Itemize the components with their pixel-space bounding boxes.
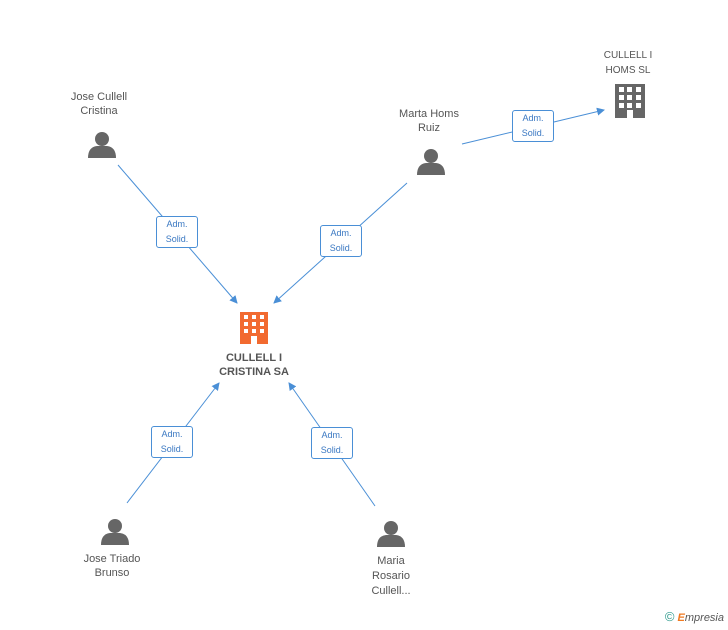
label-line: Brunso — [94, 567, 130, 579]
empresia-watermark: © Empresia — [665, 609, 724, 624]
relation-line: Solid. — [521, 128, 545, 138]
relation-line: Solid. — [329, 243, 353, 253]
person-label-maria-rosario[interactable]: Maria Rosario Cullell... — [341, 554, 441, 599]
relation-line: Solid. — [165, 234, 189, 244]
person-icon[interactable] — [101, 519, 129, 545]
brand-name: mpresia — [684, 612, 724, 624]
label-line: Jose Triado — [83, 553, 141, 565]
relation-line: Adm. — [161, 429, 183, 439]
relation-line: Solid. — [160, 444, 184, 454]
relation-line: Adm. — [166, 219, 188, 229]
label-line: Cullell... — [371, 585, 411, 597]
label-line: Maria — [377, 555, 405, 567]
relation-badge[interactable]: Adm. Solid. — [311, 427, 353, 459]
relation-badge[interactable]: Adm. Solid. — [512, 110, 554, 142]
label-line: Cristina — [80, 105, 118, 117]
other-company-label[interactable]: CULLELL I HOMS SL — [578, 48, 678, 78]
person-label-jose-triado[interactable]: Jose Triado Brunso — [62, 552, 162, 580]
building-icon[interactable] — [615, 84, 645, 118]
relation-badge[interactable]: Adm. Solid. — [151, 426, 193, 458]
relation-line: Solid. — [320, 445, 344, 455]
label-line: Marta Homs — [399, 108, 459, 120]
label-line: Ruiz — [417, 122, 440, 134]
person-label-jose-cullell[interactable]: Jose Cullell Cristina — [49, 90, 149, 118]
person-icon[interactable] — [88, 132, 116, 158]
relation-badge[interactable]: Adm. Solid. — [156, 216, 198, 248]
label-line: CRISTINA SA — [219, 366, 289, 378]
relation-line: Adm. — [522, 113, 544, 123]
label-line: HOMS SL — [605, 65, 651, 76]
building-icon[interactable] — [240, 312, 268, 344]
label-line: CULLELL I — [225, 352, 282, 364]
label-line: CULLELL I — [603, 50, 653, 61]
relation-line: Adm. — [330, 228, 352, 238]
label-line: Jose Cullell — [70, 91, 128, 103]
label-line: Rosario — [372, 570, 410, 582]
relation-badge[interactable]: Adm. Solid. — [320, 225, 362, 257]
relation-line: Adm. — [321, 430, 343, 440]
person-icon[interactable] — [377, 521, 405, 547]
copyright-icon: © — [664, 609, 675, 624]
center-company-label[interactable]: CULLELL I CRISTINA SA — [194, 351, 314, 379]
person-icon[interactable] — [417, 149, 445, 175]
brand-initial: E — [677, 612, 685, 624]
person-label-marta-homs[interactable]: Marta Homs Ruiz — [379, 107, 479, 135]
